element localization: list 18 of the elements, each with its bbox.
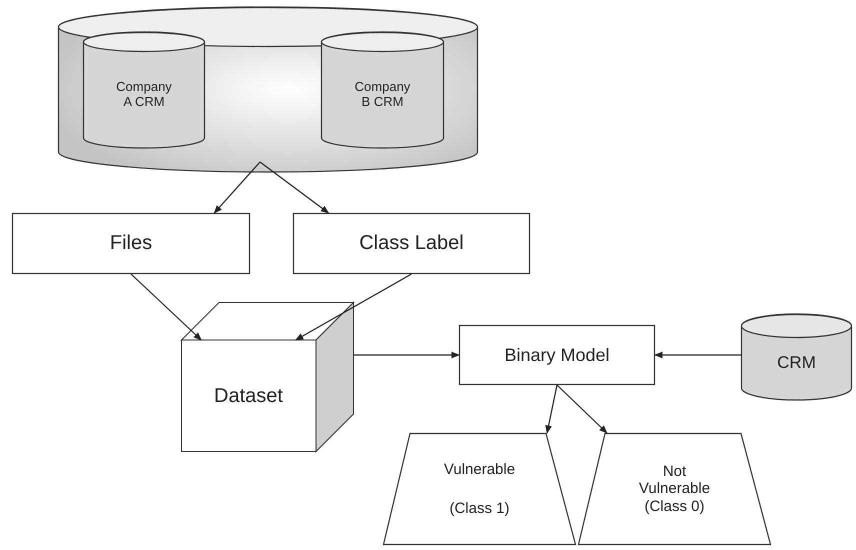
node-label: Vulnerable [444,460,516,478]
node-label: CRM [777,353,816,373]
node-label: Company A CRM [115,80,173,110]
node-label: Not Vulnerable (Class 0) [638,463,712,515]
arrow [654,352,741,358]
arrow [130,274,202,341]
arrow [214,162,260,214]
arrow [260,162,330,214]
node-label: Files [110,232,152,255]
node-label: Dataset [214,384,283,408]
arrow [556,384,608,434]
arrow [545,384,558,434]
arrow [354,352,460,358]
node-label: Company B CRM [354,80,412,110]
node-label: Binary Model [504,344,610,366]
node-label: (Class 1) [449,500,510,518]
arrow [295,273,412,341]
node-label: Class Label [359,232,464,255]
